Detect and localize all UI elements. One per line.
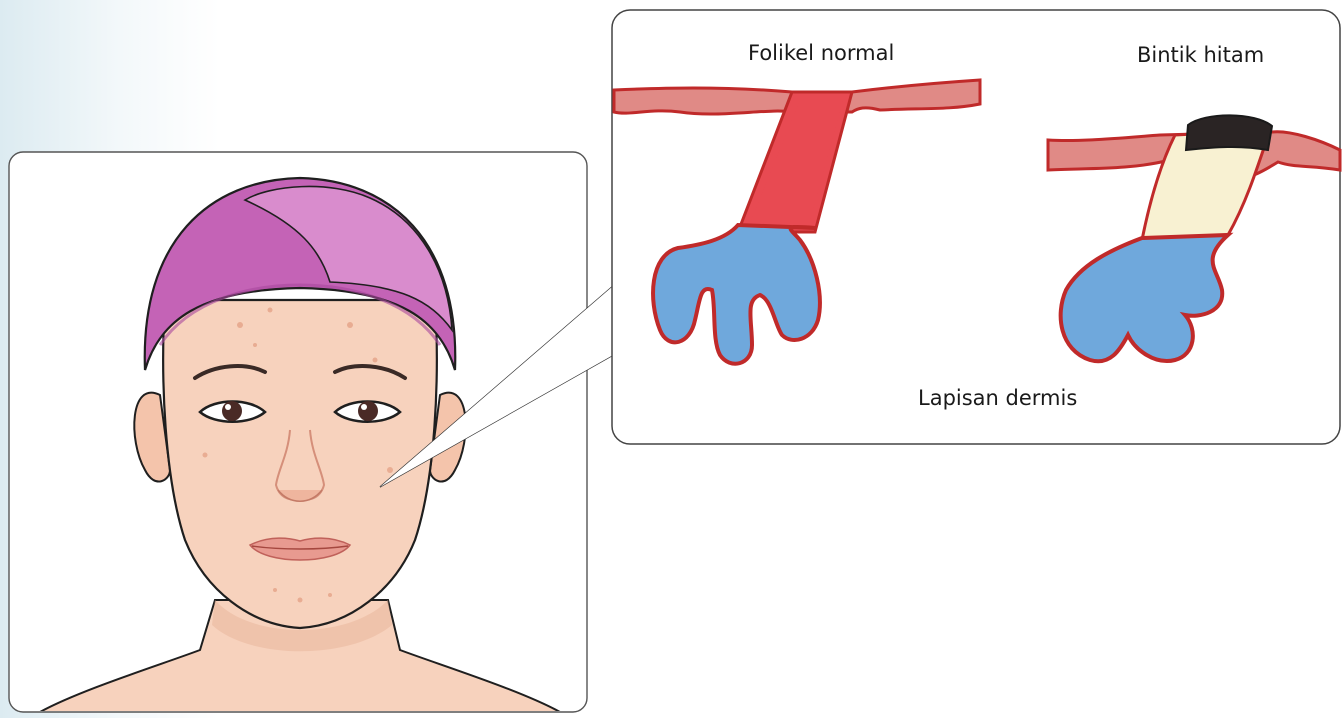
cross-section-panel: Folikel normal Bintik hitam Lapisan derm…: [612, 10, 1340, 444]
label-blackhead: Bintik hitam: [1137, 43, 1264, 67]
face-panel: [9, 152, 587, 712]
label-dermis-layer: Lapisan dermis: [918, 386, 1077, 410]
blackhead-tip: [1186, 115, 1272, 150]
label-normal-follicle: Folikel normal: [748, 41, 894, 65]
